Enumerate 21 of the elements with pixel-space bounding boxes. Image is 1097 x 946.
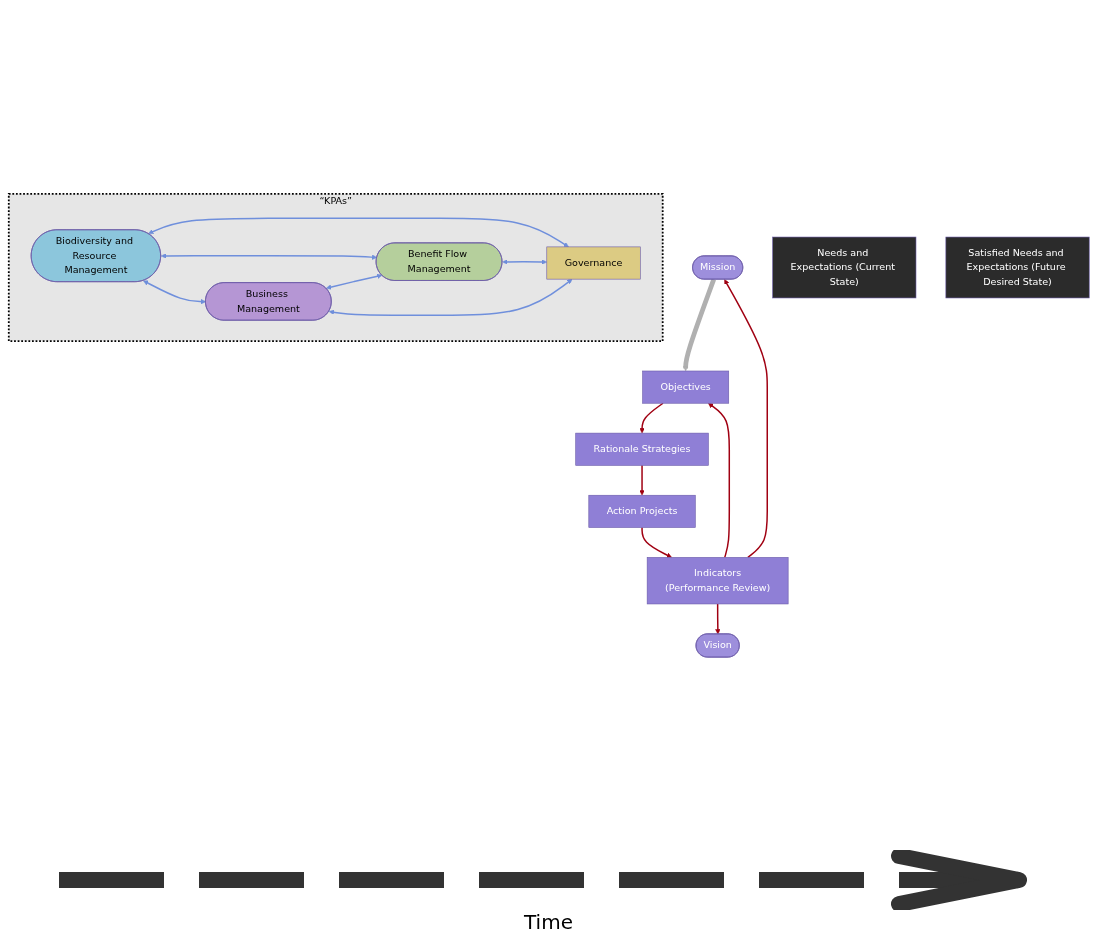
arrow (707, 402, 730, 558)
arrow (682, 278, 716, 371)
arrow (328, 278, 572, 316)
node-box: Action Projects (588, 494, 696, 528)
node-box: Governance (546, 246, 641, 279)
arrow (714, 602, 720, 634)
arrow (501, 258, 547, 265)
arrow (723, 278, 768, 558)
node-box: Rationale Strategies (574, 432, 709, 466)
node-box: Needs and Expectations (Current State) (771, 236, 916, 298)
node-box: Satisfied Needs and Expectations (Future Desired State) (945, 236, 1089, 298)
arrow (640, 526, 672, 558)
arrow (638, 402, 664, 433)
arrow (160, 252, 377, 260)
arrow (142, 280, 206, 304)
node-box: Indicators (Performance Review) (646, 556, 788, 604)
node-box: Objectives (641, 370, 729, 404)
axis-label: Time (524, 910, 573, 934)
arrow (638, 464, 645, 495)
arrow (325, 273, 382, 290)
arrow (147, 217, 569, 247)
